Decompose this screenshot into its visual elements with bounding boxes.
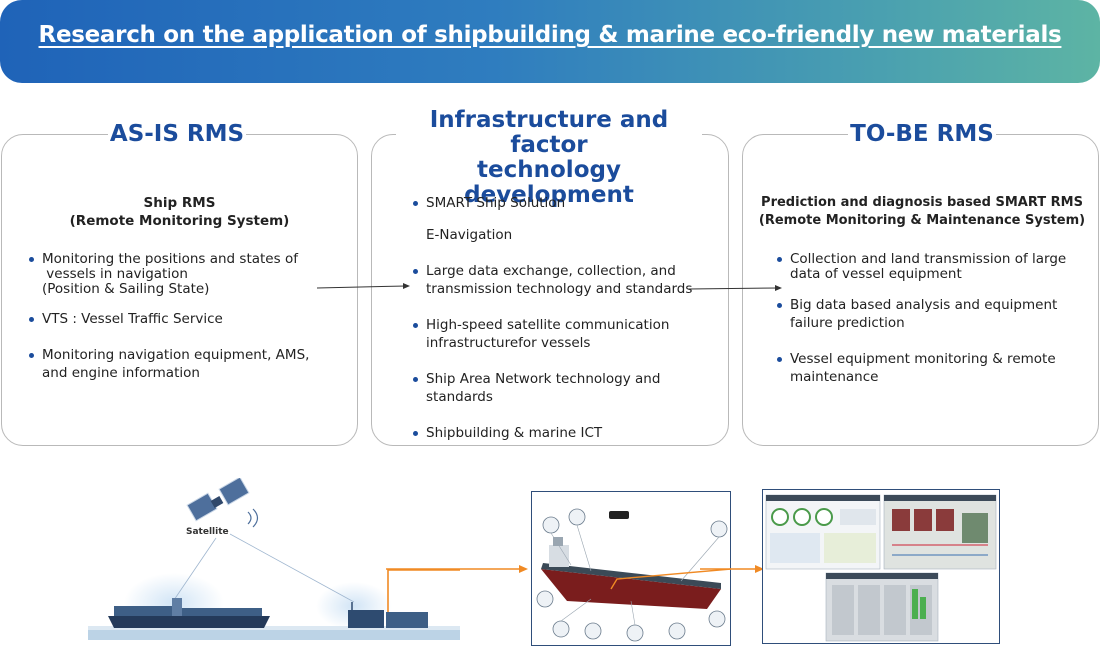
container-ship-icon [108,598,270,628]
tobe-item-text: Big data based analysis and equipment [790,297,1058,313]
sensor-node-icon [710,520,728,538]
infra-item-satellite: High-speed satellite communication infra… [413,316,716,352]
bullet-dot [413,323,418,328]
bullet-dot [413,431,418,436]
asis-item-text: VTS : Vessel Traffic Service [42,311,223,327]
infra-item-text: Ship Area Network technology and [426,371,661,387]
port-terminal-icon [348,602,428,628]
satellite-label: Satellite [186,527,229,537]
tobe-item-collection: Collection and land transmission of larg… [777,250,1090,282]
asis-panel [1,134,358,446]
tobe-item-remote-maintenance: Vessel equipment monitoring & remote mai… [777,350,1090,386]
bullet-dot [413,201,418,206]
tobe-subtitle-line1: Prediction and diagnosis based SMART RMS [761,195,1083,210]
asis-subtitle: Ship RMS (Remote Monitoring System) [1,194,358,230]
tobe-item-text: Vessel equipment monitoring & remote [790,351,1056,367]
asis-item-vts: VTS : Vessel Traffic Service [29,310,332,328]
monitoring-dashboards-figure [762,489,1000,644]
asis-item-text: vessels in navigation [42,266,188,282]
tobe-item-text: failure prediction [790,315,905,331]
infra-item-ship-area-network: Ship Area Network technology and standar… [413,370,716,406]
infra-item-ict: Shipbuilding & marine ICT [413,424,716,442]
satellite-icon [186,478,259,528]
title-banner [0,0,1100,83]
asis-item-text: Monitoring the positions and states of [42,251,298,267]
asis-item-positions: Monitoring the positions and states of v… [29,250,332,298]
infra-item-text: transmission technology and standards [426,281,693,297]
infra-heading-line2: technology development [464,157,634,208]
tobe-item-text: Collection and land transmission of larg… [790,251,1067,267]
tobe-item-text: maintenance [790,369,879,385]
asis-heading: AS-IS RMS [108,118,246,150]
infra-item-text: E-Navigation [426,227,513,243]
asis-item-text: and engine information [42,365,200,381]
gauge-dashboard-screen [765,494,881,570]
sensor-node-icon [668,622,686,640]
tanker-ship-icon [541,537,721,609]
infra-item-text: standards [426,389,493,405]
asis-item-text: Monitoring navigation equipment, AMS, [42,347,310,363]
infra-to-tobe-arrow [688,285,782,291]
sensor-node-icon [584,622,602,640]
satellite-ship-scene [88,478,460,644]
infra-item-enavigation: E-Navigation [426,226,716,244]
ship-to-dashboard-arrow [700,565,764,573]
asis-subtitle-line1: Ship RMS [143,195,216,211]
infra-heading-line1: Infrastructure and factor [429,107,669,158]
asis-to-infra-arrow [316,283,410,289]
tobe-heading: TO-BE RMS [848,118,996,150]
bullet-dot [413,269,418,274]
sensor-node-icon [708,610,726,628]
bullet-dot [29,257,34,262]
infra-item-smart-ship: SMART Ship Solution [413,194,716,212]
gateway-device-icon [609,511,629,519]
infra-item-large-data: Large data exchange, collection, and tra… [413,262,724,298]
bullet-dot [413,377,418,382]
sensor-node-icon [626,624,644,642]
sensor-node-icon [568,508,586,526]
tobe-item-big-data: Big data based analysis and equipment fa… [777,296,1090,332]
bullet-dot [29,317,34,322]
infra-item-text: High-speed satellite communication [426,317,670,333]
tobe-item-text: data of vessel equipment [790,266,962,282]
asis-item-text: (Position & Sailing State) [42,281,210,297]
bullet-dot [777,357,782,362]
bullet-dot [777,303,782,308]
engine-room-screen [883,494,997,570]
asis-subtitle-line2: (Remote Monitoring System) [69,213,290,229]
asis-item-navigation: Monitoring navigation equipment, AMS, an… [29,346,332,382]
sensor-node-icon [542,516,560,534]
infra-item-text: SMART Ship Solution [426,195,566,211]
infra-item-text: infrastructurefor vessels [426,335,591,351]
sensor-node-icon [536,590,554,608]
control-panel-screen [825,572,939,642]
tobe-panel [742,134,1099,446]
tobe-subtitle-line2: (Remote Monitoring & Maintenance System) [758,213,1086,228]
bullet-dot [777,257,782,262]
sensor-node-icon [552,620,570,638]
bullet-dot [29,353,34,358]
scene-to-ship-arrow [386,565,528,573]
banner-title: Research on the application of shipbuild… [38,22,1062,48]
ship-monitoring-figure [531,491,731,646]
infra-heading: Infrastructure and factor technology dev… [396,106,702,208]
infra-item-text: Large data exchange, collection, and [426,263,676,279]
tobe-subtitle: Prediction and diagnosis based SMART RMS… [742,194,1100,230]
infra-item-text: Shipbuilding & marine ICT [426,425,603,441]
